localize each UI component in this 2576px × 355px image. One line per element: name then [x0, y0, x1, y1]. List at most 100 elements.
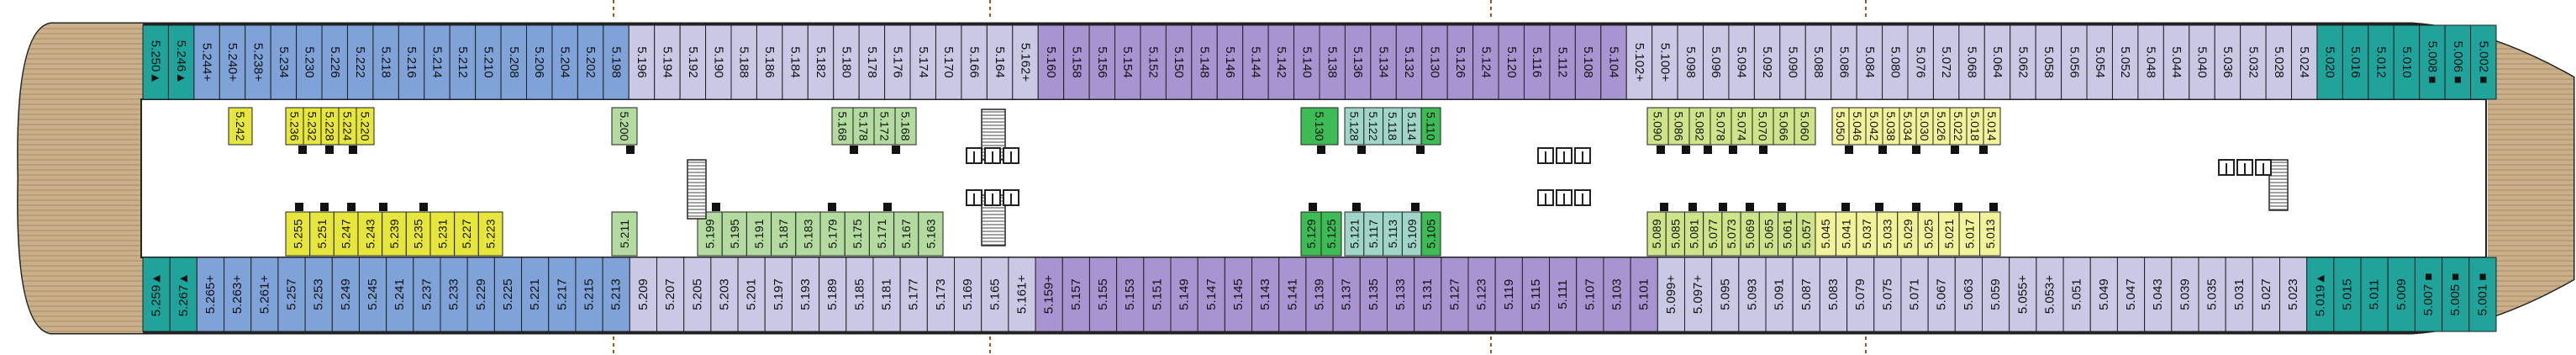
cabin-box[interactable]	[1835, 211, 1857, 257]
cabin[interactable]: 5.189	[819, 257, 847, 332]
cabin[interactable]: 5.031	[2225, 257, 2253, 332]
cabin[interactable]: 5.081	[1683, 211, 1704, 257]
cabin-box[interactable]	[844, 211, 870, 257]
cabin-box[interactable]	[1267, 24, 1295, 100]
cabin[interactable]: 5.112	[1549, 24, 1576, 100]
cabin[interactable]: 5.062	[2010, 24, 2036, 100]
cabin-box[interactable]	[169, 257, 198, 332]
cabin[interactable]: 5.082	[1688, 107, 1711, 146]
cabin[interactable]: 5.180	[833, 24, 860, 100]
cabin-box[interactable]	[764, 257, 793, 332]
cabin-box[interactable]	[413, 257, 441, 332]
cabin-box[interactable]	[1420, 211, 1441, 257]
cabin[interactable]: 5.229	[466, 257, 495, 332]
cabin-box[interactable]	[454, 211, 479, 257]
cabin[interactable]: 5.098	[1677, 24, 1704, 100]
cabin[interactable]: 5.025	[1917, 211, 1940, 257]
cabin[interactable]: 5.115	[1521, 257, 1551, 332]
cabin[interactable]: 5.203	[710, 257, 739, 332]
cabin[interactable]: 5.181	[872, 257, 901, 332]
cabin[interactable]: 5.006 ■	[2444, 24, 2472, 100]
cabin-box[interactable]	[1332, 257, 1361, 332]
cabin[interactable]: 5.054	[2086, 24, 2113, 100]
cabin[interactable]: 5.009	[2387, 257, 2415, 332]
cabin[interactable]: 5.215	[575, 257, 603, 332]
cabin[interactable]: 5.126	[1446, 24, 1474, 100]
cabin[interactable]: 5.238+	[245, 24, 271, 100]
cabin[interactable]: 5.218	[372, 24, 399, 100]
cabin[interactable]: 5.227	[454, 211, 479, 257]
cabin[interactable]: 5.225	[493, 257, 523, 332]
cabin[interactable]: 5.064	[1983, 24, 2011, 100]
cabin[interactable]: 5.034	[1899, 107, 1917, 146]
cabin-box[interactable]	[1932, 24, 1960, 100]
cabin-box[interactable]	[1088, 257, 1118, 332]
cabin[interactable]: 5.231	[429, 211, 456, 257]
cabin[interactable]: 5.224	[338, 107, 357, 146]
cabin[interactable]: 5.131	[1414, 257, 1442, 332]
cabin[interactable]: 5.063	[1954, 257, 1983, 332]
cabin-box[interactable]	[142, 24, 169, 100]
cabin[interactable]: 5.038	[1882, 107, 1900, 146]
cabin[interactable]: 5.151	[1143, 257, 1172, 332]
cabin[interactable]: 5.202	[577, 24, 604, 100]
cabin-box[interactable]	[603, 24, 630, 100]
cabin-box[interactable]	[807, 24, 835, 100]
cabin-box[interactable]	[1037, 24, 1065, 100]
cabin-box[interactable]	[2225, 257, 2253, 332]
cabin-box[interactable]	[1421, 24, 1448, 100]
cabin-box[interactable]	[2442, 257, 2470, 332]
cabin-box[interactable]	[1386, 257, 1415, 332]
cabin[interactable]: 5.216	[398, 24, 425, 100]
cabin[interactable]: 5.239	[382, 211, 407, 257]
cabin[interactable]: 5.060	[1794, 107, 1816, 146]
cabin-box[interactable]	[2162, 24, 2190, 100]
cabin-box[interactable]	[868, 211, 895, 257]
cabin-box[interactable]	[356, 107, 375, 146]
cabin-box[interactable]	[1979, 211, 2001, 257]
cabin[interactable]: 5.246▲	[167, 24, 195, 100]
cabin[interactable]: 5.177	[899, 257, 928, 332]
cabin[interactable]: 5.070	[1752, 107, 1774, 146]
cabin[interactable]: 5.041	[1835, 211, 1857, 257]
cabin-box[interactable]	[1779, 24, 1806, 100]
cabin[interactable]: 5.250▲	[142, 24, 169, 100]
cabin-box[interactable]	[358, 257, 387, 332]
cabin-box[interactable]	[1728, 24, 1755, 100]
cabin-box[interactable]	[466, 257, 495, 332]
cabin[interactable]: 5.133	[1386, 257, 1415, 332]
cabin[interactable]: 5.076	[1907, 24, 1934, 100]
cabin[interactable]: 5.186	[756, 24, 783, 100]
cabin[interactable]: 5.188	[730, 24, 757, 100]
cabin[interactable]: 5.007 ■	[2414, 257, 2443, 332]
cabin[interactable]: 5.221	[521, 257, 550, 332]
cabin[interactable]: 5.232	[303, 107, 322, 146]
cabin[interactable]: 5.255	[285, 211, 311, 257]
cabin-box[interactable]	[2333, 257, 2362, 332]
cabin-box[interactable]	[1170, 257, 1198, 332]
cabin-box[interactable]	[219, 24, 246, 100]
cabin[interactable]: 5.165	[981, 257, 1009, 332]
cabin-box[interactable]	[2316, 24, 2343, 100]
cabin[interactable]: 5.137	[1332, 257, 1361, 332]
cabin[interactable]: 5.168	[831, 107, 854, 146]
cabin-box[interactable]	[611, 211, 638, 257]
cabin[interactable]: 5.061	[1778, 211, 1798, 257]
cabin[interactable]: 5.020	[2316, 24, 2343, 100]
cabin[interactable]: 5.058	[2035, 24, 2062, 100]
cabin[interactable]: 5.174	[909, 24, 936, 100]
cabin-box[interactable]	[2010, 24, 2036, 100]
cabin-box[interactable]	[654, 24, 681, 100]
cabin-box[interactable]	[1738, 257, 1767, 332]
cabin-box[interactable]	[710, 257, 739, 332]
cabin-box[interactable]	[1420, 107, 1441, 146]
cabin-box[interactable]	[737, 257, 766, 332]
cabin[interactable]: 5.223	[477, 211, 503, 257]
cabin[interactable]: 5.120	[1498, 24, 1525, 100]
cabin[interactable]: 5.117	[1363, 211, 1384, 257]
cabin-box[interactable]	[2468, 257, 2497, 332]
cabin-box[interactable]	[577, 24, 604, 100]
cabin-box[interactable]	[2470, 24, 2497, 100]
cabin-box[interactable]	[2062, 257, 2091, 332]
cabin-box[interactable]	[831, 107, 854, 146]
